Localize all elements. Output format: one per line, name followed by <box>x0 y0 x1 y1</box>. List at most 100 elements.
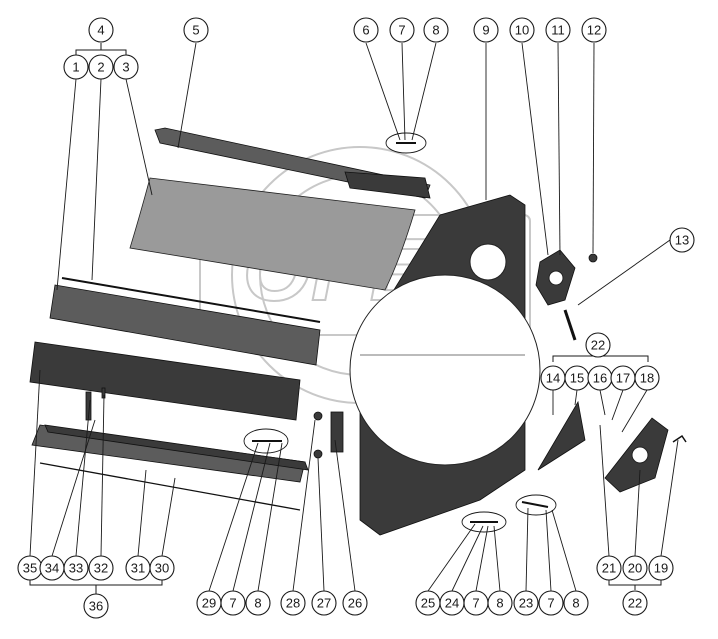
part-19-clip <box>672 434 687 443</box>
svg-text:21: 21 <box>602 561 616 576</box>
svg-text:7: 7 <box>547 596 554 611</box>
callout-18: 18 <box>634 365 660 391</box>
svg-text:31: 31 <box>131 561 145 576</box>
callout-22-bottom: 22 <box>622 590 648 616</box>
svg-text:26: 26 <box>348 596 362 611</box>
callout-1: 1 <box>63 54 89 80</box>
part-35-brush <box>29 341 301 421</box>
svg-text:36: 36 <box>89 599 103 614</box>
svg-text:7: 7 <box>398 23 405 38</box>
callout-29: 29 <box>196 590 222 616</box>
svg-text:10: 10 <box>515 23 529 38</box>
part-12-nut <box>588 253 598 263</box>
part-9-fan-opening <box>349 274 541 466</box>
callout-35: 35 <box>17 555 43 581</box>
callout-30: 30 <box>149 555 175 581</box>
fastener-group-left <box>243 428 289 454</box>
part-26-bracket <box>330 411 344 453</box>
svg-text:6: 6 <box>362 23 369 38</box>
part-32-pin <box>101 387 106 399</box>
svg-text:27: 27 <box>317 596 331 611</box>
svg-text:8: 8 <box>432 23 439 38</box>
part-3-cover-panel <box>129 177 416 291</box>
svg-text:20: 20 <box>628 561 642 576</box>
leader-lines <box>29 42 679 592</box>
callout-2: 2 <box>88 54 114 80</box>
fastener-group-right <box>515 494 557 516</box>
fastener-group-bottom <box>461 511 507 533</box>
callout-10: 10 <box>509 17 535 43</box>
part-2-rod <box>61 277 321 323</box>
fastener-bolt-right <box>521 501 549 508</box>
callout-7-top: 7 <box>389 17 415 43</box>
callout-22-top: 22 <box>585 332 611 358</box>
callout-9: 9 <box>473 17 499 43</box>
svg-text:18: 18 <box>640 371 654 386</box>
callout-8-left: 8 <box>245 590 271 616</box>
svg-text:32: 32 <box>94 561 108 576</box>
svg-text:2: 2 <box>97 60 104 75</box>
svg-text:12: 12 <box>587 23 601 38</box>
svg-text:15: 15 <box>570 371 584 386</box>
bracket-36 <box>29 580 163 594</box>
svg-text:13: 13 <box>675 233 689 248</box>
svg-text:9: 9 <box>482 23 489 38</box>
svg-text:28: 28 <box>286 596 300 611</box>
part-20-hole <box>631 446 649 464</box>
svg-text:23: 23 <box>519 596 533 611</box>
part-27-nut <box>313 449 323 459</box>
callout-21: 21 <box>596 555 622 581</box>
part-15-plate <box>537 400 586 471</box>
svg-text:7: 7 <box>229 596 236 611</box>
svg-text:8: 8 <box>572 596 579 611</box>
part-28-washer <box>313 411 323 421</box>
callout-8-top: 8 <box>423 17 449 43</box>
svg-text:5: 5 <box>192 23 199 38</box>
svg-text:11: 11 <box>551 23 565 38</box>
bracket-4 <box>75 43 127 55</box>
callout-6: 6 <box>353 17 379 43</box>
callout-13: 13 <box>669 227 695 253</box>
svg-text:30: 30 <box>155 561 169 576</box>
svg-text:33: 33 <box>69 561 83 576</box>
svg-text:8: 8 <box>254 596 261 611</box>
callout-36: 36 <box>83 593 109 619</box>
bracket-22-bottom <box>608 580 662 590</box>
svg-text:1: 1 <box>72 60 79 75</box>
part-11-bearing <box>548 270 564 286</box>
svg-text:3: 3 <box>122 60 129 75</box>
callout-34: 34 <box>39 555 65 581</box>
callout-14: 14 <box>540 365 566 391</box>
callout-31: 31 <box>125 555 151 581</box>
svg-text:34: 34 <box>45 561 59 576</box>
callout-3: 3 <box>113 54 139 80</box>
svg-text:17: 17 <box>616 371 630 386</box>
svg-text:22: 22 <box>591 338 605 353</box>
callout-33: 33 <box>63 555 89 581</box>
svg-text:14: 14 <box>546 371 560 386</box>
callout-28: 28 <box>280 590 306 616</box>
callout-11: 11 <box>545 17 571 43</box>
part-31-tray-side <box>44 424 309 471</box>
svg-text:16: 16 <box>593 371 607 386</box>
callout-17: 17 <box>610 365 636 391</box>
part-5-bracket <box>344 171 431 199</box>
callout-24: 24 <box>439 590 465 616</box>
svg-text:29: 29 <box>202 596 216 611</box>
callout-5: 5 <box>183 17 209 43</box>
svg-text:35: 35 <box>23 561 37 576</box>
svg-text:22: 22 <box>628 596 642 611</box>
svg-text:25: 25 <box>421 596 435 611</box>
callout-15: 15 <box>564 365 590 391</box>
fastener-group-top <box>385 132 427 154</box>
callout-23: 23 <box>513 590 539 616</box>
part-13-rod <box>563 309 577 341</box>
callout-25: 25 <box>415 590 441 616</box>
callout-7-left: 7 <box>220 590 246 616</box>
part-1-deflector <box>49 284 321 366</box>
callout-12: 12 <box>581 17 607 43</box>
callout-4: 4 <box>88 17 114 43</box>
callout-7-bottom: 7 <box>463 590 489 616</box>
callout-26: 26 <box>342 590 368 616</box>
